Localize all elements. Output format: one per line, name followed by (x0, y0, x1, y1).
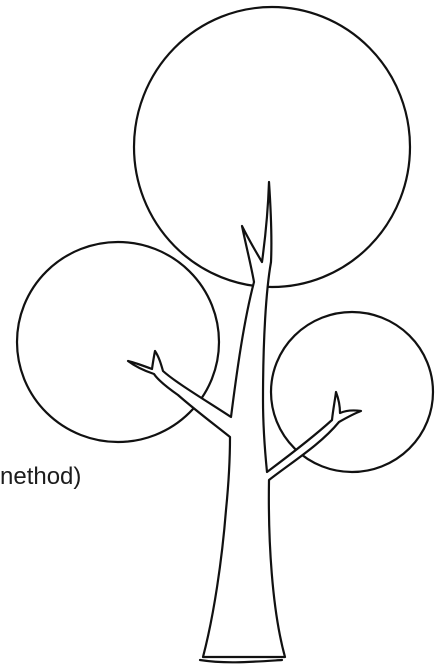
ground-line (200, 660, 282, 662)
right-crown-circle (271, 312, 433, 472)
left-crown-circle (17, 242, 219, 442)
cut-off-method-label: nethod) (0, 465, 81, 489)
